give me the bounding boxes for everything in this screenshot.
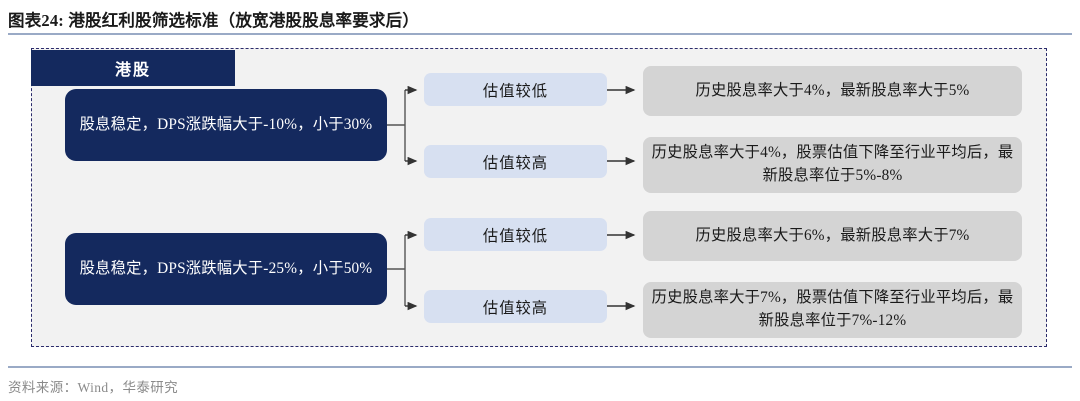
- outcome-box-4-label: 历史股息率大于7%，股票估值下降至行业平均后，最新股息率位于7%-12%: [651, 289, 1014, 329]
- outcome-box-3: 历史股息率大于6%，最新股息率大于7%: [643, 211, 1022, 261]
- valuation-box-low-2: 估值较低: [424, 218, 607, 251]
- criteria-box-2-label: 股息稳定，DPS涨跌幅大于-25%，小于50%: [79, 259, 373, 277]
- outcome-box-3-label: 历史股息率大于6%，最新股息率大于7%: [695, 226, 970, 244]
- section-header-label: 港股: [114, 62, 151, 79]
- valuation-box-high-1: 估值较高: [424, 145, 607, 178]
- criteria-box-2: 股息稳定，DPS涨跌幅大于-25%，小于50%: [65, 233, 387, 305]
- outcome-box-1: 历史股息率大于4%，最新股息率大于5%: [643, 66, 1022, 116]
- criteria-box-1: 股息稳定，DPS涨跌幅大于-10%，小于30%: [65, 89, 387, 161]
- valuation-box-high-2-label: 估值较高: [482, 299, 549, 317]
- criteria-box-1-label: 股息稳定，DPS涨跌幅大于-10%，小于30%: [79, 115, 373, 133]
- valuation-box-low-2-label: 估值较低: [482, 227, 549, 245]
- outcome-box-2: 历史股息率大于4%，股票估值下降至行业平均后，最新股息率位于5%-8%: [643, 137, 1022, 193]
- footer-divider: [8, 366, 1072, 368]
- outcome-box-4: 历史股息率大于7%，股票估值下降至行业平均后，最新股息率位于7%-12%: [643, 282, 1022, 338]
- source-note: 资料来源：Wind，华泰研究: [8, 380, 179, 395]
- page-title: 图表24: 港股红利股筛选标准（放宽港股股息率要求后）: [8, 11, 420, 30]
- outcome-box-2-label: 历史股息率大于4%，股票估值下降至行业平均后，最新股息率位于5%-8%: [651, 144, 1014, 184]
- outcome-box-1-label: 历史股息率大于4%，最新股息率大于5%: [695, 81, 970, 99]
- title-divider: [8, 33, 1072, 35]
- valuation-box-low-1-label: 估值较低: [482, 82, 549, 100]
- valuation-box-high-2: 估值较高: [424, 290, 607, 323]
- valuation-box-high-1-label: 估值较高: [482, 154, 549, 172]
- valuation-box-low-1: 估值较低: [424, 73, 607, 106]
- section-header-hk: 港股: [31, 50, 235, 86]
